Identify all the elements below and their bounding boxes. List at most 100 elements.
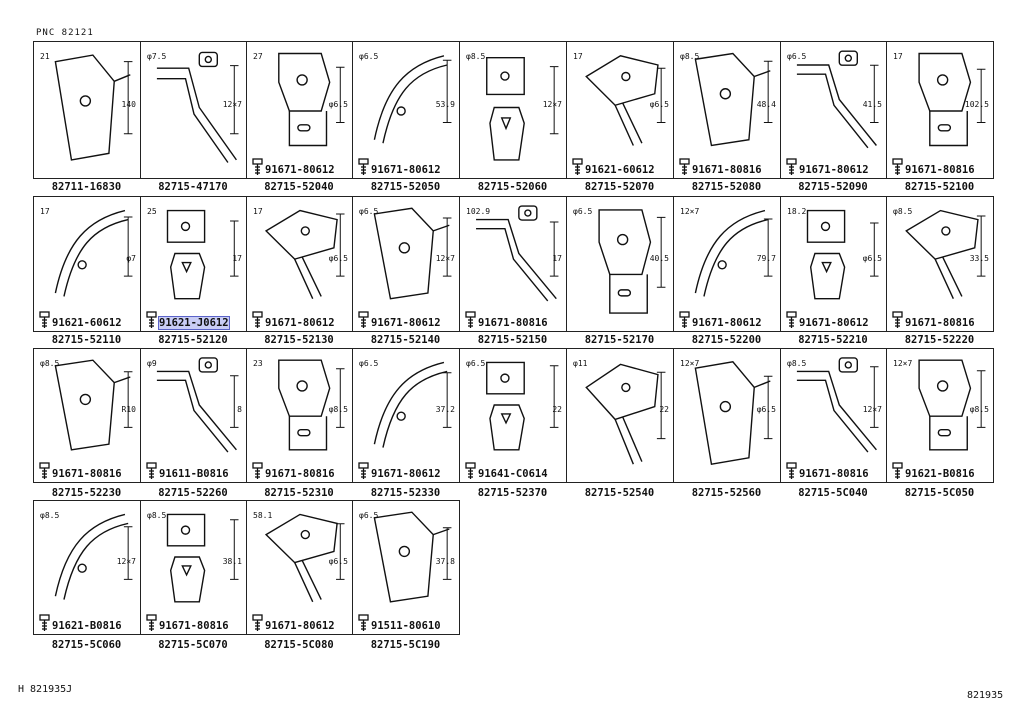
part-number[interactable]: 82715-52560 [691, 487, 762, 499]
bolt-part-number[interactable]: 91671-80816 [905, 317, 975, 329]
part-number[interactable]: 82715-52260 [158, 487, 228, 499]
part-number[interactable]: 82715-52370 [477, 487, 548, 499]
part-number-cell[interactable]: 82715-52170 [566, 332, 674, 348]
part-number[interactable]: 82715-52230 [51, 487, 122, 499]
bolt-part-number[interactable]: 91671-80612 [692, 317, 762, 329]
bolt-part-number[interactable]: 91671-80612 [265, 620, 335, 632]
part-number-cell[interactable]: 82715-5C060 [33, 637, 141, 654]
part-number-cell[interactable]: 82715-52220 [886, 332, 994, 348]
part-number[interactable]: 82715-52060 [477, 181, 548, 193]
part-number-cell[interactable]: 82715-52260 [140, 485, 247, 501]
bolt-part-number[interactable]: 91671-80816 [799, 468, 869, 480]
part-number-cell[interactable]: 82715-52200 [673, 332, 781, 348]
bolt-part-number[interactable]: 91511-80610 [371, 620, 441, 632]
part-number-cell[interactable]: 82715-52070 [566, 179, 674, 196]
bolt-part-number[interactable]: 91671-80816 [692, 164, 762, 176]
part-number-cell[interactable]: 82715-52150 [459, 332, 567, 348]
part-number[interactable]: 82715-5C040 [798, 487, 868, 499]
bolt-part-number[interactable]: 91621-60612 [585, 164, 655, 176]
part-number-cell[interactable]: 82715-5C080 [246, 637, 353, 654]
part-number[interactable]: 82715-52080 [691, 181, 762, 193]
bolt-part-number[interactable]: 91621-60612 [52, 317, 122, 329]
part-number-cell[interactable]: 82715-52120 [140, 332, 247, 348]
part-number[interactable]: 82715-5C080 [264, 639, 334, 651]
part-number[interactable]: 82715-52140 [370, 334, 441, 346]
part-number[interactable]: 82715-5C190 [370, 639, 441, 651]
part-number[interactable]: 82715-52330 [370, 487, 441, 499]
part-number-cell[interactable]: 82715-52130 [246, 332, 353, 348]
bolt-part-number[interactable]: 91671-80612 [265, 164, 335, 176]
part-number[interactable]: 82715-5C070 [158, 639, 228, 651]
part-number-cell[interactable]: 82715-52330 [352, 485, 460, 501]
part-number[interactable]: 82715-52200 [691, 334, 762, 346]
part-number[interactable]: 82715-52130 [264, 334, 334, 346]
part-number-cell[interactable]: 82715-47170 [140, 179, 247, 196]
part-number[interactable]: 82715-52220 [904, 334, 975, 346]
part-number[interactable]: 82715-52100 [904, 181, 975, 193]
bolt-part-number[interactable]: 91671-80816 [52, 468, 122, 480]
part-number-cell[interactable]: 82715-52540 [566, 485, 674, 501]
bolt-part-number[interactable]: 91671-80612 [799, 164, 869, 176]
bolt-part-number[interactable]: 91621-B0816 [52, 620, 122, 632]
bolt-part-number[interactable]: 91671-80612 [799, 317, 869, 329]
bolt-part-number[interactable]: 91671-80816 [265, 468, 335, 480]
bolt-part-number[interactable]: 91671-80612 [371, 164, 441, 176]
part-number-cell[interactable]: 82715-5C190 [352, 637, 460, 654]
bolt-part-number[interactable]: 91671-80612 [371, 317, 441, 329]
part-number-cell[interactable]: 82715-52230 [33, 485, 141, 501]
part-number-cell[interactable]: 82715-52370 [459, 485, 567, 501]
part-number-cell[interactable]: 82715-52140 [352, 332, 460, 348]
part-number-cell[interactable]: 82715-52060 [459, 179, 567, 196]
part-number[interactable]: 82715-52040 [264, 181, 334, 193]
part-number-cell[interactable]: 82715-52110 [33, 332, 141, 348]
bolt-part-number[interactable]: 91671-80816 [159, 620, 229, 632]
bolt-part-number[interactable]: 91671-80612 [371, 468, 441, 480]
part-number-cell[interactable]: 82715-52100 [886, 179, 994, 196]
bolt-part-number[interactable]: 91621-J0612 [158, 316, 230, 330]
part-number[interactable]: 82715-52170 [584, 334, 655, 346]
part-number-cell[interactable]: 82715-52080 [673, 179, 781, 196]
bolt-part-number[interactable]: 91621-B0816 [905, 468, 975, 480]
part-number-cell[interactable]: 82715-52040 [246, 179, 353, 196]
part-number-cell[interactable]: 82715-52050 [352, 179, 460, 196]
part-number[interactable]: 82715-5C060 [51, 639, 122, 651]
bolt-part-number[interactable]: 91671-80612 [265, 317, 335, 329]
part-number[interactable]: 82715-52070 [584, 181, 655, 193]
part-number-cell[interactable]: 82715-52090 [780, 179, 887, 196]
part-number[interactable]: 82715-52050 [370, 181, 441, 193]
bolt-part-number[interactable]: 91671-80816 [905, 164, 975, 176]
bolt-part-number[interactable]: 91611-B0816 [159, 468, 229, 480]
part-number[interactable]: 82715-52150 [477, 334, 548, 346]
bolt-part-number[interactable]: 91671-80816 [478, 317, 548, 329]
part-number-cell[interactable]: 82715-5C050 [886, 485, 994, 501]
part-number-cell[interactable]: 82715-52560 [673, 485, 781, 501]
part-number[interactable]: 82715-52310 [264, 487, 334, 499]
